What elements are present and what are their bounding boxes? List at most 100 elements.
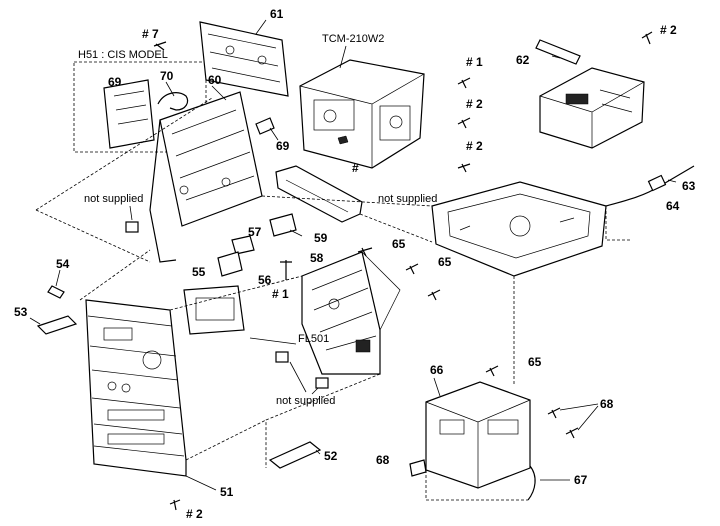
part-58-knob: [328, 298, 340, 310]
label-tcm-210w2: TCM-210W2: [322, 33, 385, 45]
front-panel-knob: [142, 350, 162, 370]
leader-61: [255, 19, 267, 35]
leader-60: [211, 85, 227, 101]
label-not-supplied-1: not supplied: [84, 193, 144, 205]
part-52: [268, 441, 322, 469]
label-66: 66: [430, 363, 444, 377]
label-screw-1b: # 1: [272, 287, 289, 301]
tcm-deck-b: [379, 105, 411, 141]
leader-70: [165, 81, 175, 97]
part-68-small: [409, 459, 427, 477]
leader-62: [551, 55, 561, 59]
front-panel-button-1: [107, 381, 117, 391]
label-screw-2a: # 2: [466, 97, 483, 111]
part-60-side: [149, 119, 177, 263]
leader-59: [289, 229, 303, 237]
part-67-cord: [527, 465, 536, 501]
leader-ns3b: [311, 387, 319, 395]
screw-7: [153, 41, 167, 51]
label-57: 57: [248, 225, 262, 239]
label-51: 51: [220, 485, 234, 499]
label-screw-2c: # 2: [660, 23, 677, 37]
tcm-reel-1: [323, 109, 337, 123]
part-62-strip: [535, 39, 581, 65]
guide-2: [35, 209, 151, 263]
tcm-bracket: [275, 165, 363, 223]
leader-51: [185, 475, 217, 491]
leader-tcm: [339, 45, 347, 69]
front-panel: [85, 299, 187, 477]
leader-fl501: [249, 337, 297, 345]
screw-65d: [485, 365, 499, 377]
part-54: [47, 285, 65, 299]
part-64-ferrite: [647, 174, 667, 192]
tray-details: [459, 217, 575, 231]
tcm-reel-2: [389, 115, 403, 129]
leader-66: [433, 377, 441, 397]
tray-spindle: [509, 215, 531, 237]
screw-65a: [357, 247, 373, 257]
front-panel-sections: [87, 315, 185, 457]
part-60-hole-2: [221, 177, 231, 187]
screw-2c: [641, 31, 653, 45]
label-screw-7: # 7: [142, 27, 159, 41]
label-h51-cis-model: H51 : CIS MODEL: [78, 49, 168, 61]
guide-9: [169, 275, 303, 311]
block-not-supplied-3b: [315, 377, 329, 389]
label-55: 55: [192, 265, 206, 279]
part-66-edges: [425, 399, 531, 488]
label-screw-2d: # 2: [186, 507, 203, 521]
part-61-hole-1: [225, 45, 235, 55]
part-60-hole: [179, 185, 189, 195]
part-70-clip: [157, 92, 189, 111]
leader-68: [559, 403, 599, 431]
guide-3: [261, 195, 433, 207]
label-65a: 65: [392, 237, 406, 251]
tcm-deck-a: [313, 99, 355, 131]
screw-65b: [405, 263, 419, 275]
front-panel-deck-a: [107, 409, 165, 421]
part-58-chip: [355, 339, 371, 353]
label-68: 68: [600, 397, 614, 411]
leader-ns3a: [289, 361, 307, 393]
guide-4: [265, 373, 381, 468]
label-not-supplied-2: not supplied: [378, 193, 438, 205]
screw-68a: [547, 407, 561, 419]
part-57: [231, 235, 255, 255]
screw-1: [457, 77, 471, 89]
label-53: 53: [14, 305, 28, 319]
label-fl501: FL501: [298, 333, 330, 345]
tray-chassis: [431, 181, 607, 277]
label-not-supplied-3: not supplied: [276, 395, 336, 407]
front-panel-display: [103, 327, 133, 341]
tcm-bracket-line: [285, 179, 349, 213]
guide-7: [425, 470, 528, 501]
cd-mechanism-edges: [539, 81, 645, 148]
part-59: [269, 213, 297, 237]
part-60-frame: [159, 91, 263, 227]
part-63-cable: [605, 165, 695, 207]
block-not-supplied-1: [125, 221, 139, 233]
front-panel-guides: [79, 249, 267, 461]
part-60-ribs: [171, 109, 255, 201]
block-not-supplied-3a: [275, 351, 289, 363]
label-59: 59: [314, 231, 328, 245]
leader-63: [667, 179, 677, 183]
part-58-board: [301, 251, 381, 375]
screw-2d: [169, 499, 181, 511]
screw-2b: [457, 163, 471, 173]
leader-69b: [269, 127, 279, 141]
part-69-small: [255, 117, 275, 135]
label-screw-1: # 1: [466, 55, 483, 69]
part-56-screw: [280, 260, 292, 280]
cd-pickup: [565, 93, 589, 105]
label-68b: 68: [376, 453, 390, 467]
leader-54: [55, 269, 61, 287]
label-62: 62: [516, 53, 530, 67]
label-63: 63: [682, 179, 696, 193]
leader-52: [315, 449, 321, 455]
part-55: [217, 251, 243, 277]
label-69a: 69: [108, 75, 122, 89]
part-66-jack-b: [487, 419, 519, 435]
